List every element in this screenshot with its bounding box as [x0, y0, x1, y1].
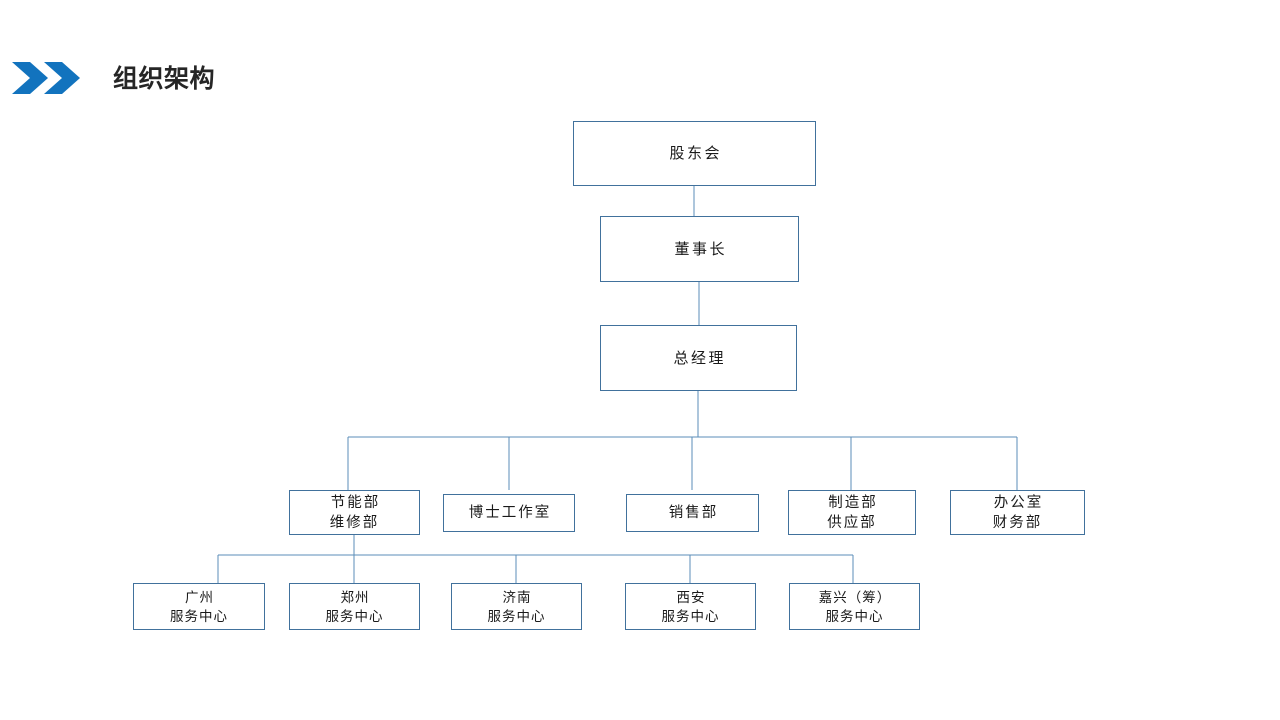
chevron-right-icon — [42, 58, 82, 98]
org-node-label: 股东会 — [669, 145, 722, 162]
org-node-label: 博士工作室 — [468, 505, 552, 521]
org-node-label: 嘉兴（筹） 服务中心 — [818, 589, 892, 624]
org-node-dept-doctoral-studio[interactable]: 博士工作室 — [443, 494, 575, 532]
org-node-label: 济南 服务中心 — [487, 589, 546, 624]
org-node-service-center-zhengzhou[interactable]: 郑州 服务中心 — [289, 583, 420, 630]
chevron-right-icon — [10, 58, 50, 98]
org-node-chairman[interactable]: 董事长 — [600, 216, 799, 282]
org-node-service-center-jiaxing[interactable]: 嘉兴（筹） 服务中心 — [789, 583, 920, 630]
org-node-label: 节能部 维修部 — [329, 494, 381, 531]
org-node-label: 郑州 服务中心 — [325, 589, 384, 624]
org-node-shareholders[interactable]: 股东会 — [573, 121, 816, 186]
org-node-label: 办公室 财务部 — [992, 494, 1044, 531]
org-node-dept-sales[interactable]: 销售部 — [626, 494, 759, 532]
double-chevron-icon-group — [10, 58, 90, 98]
org-node-label: 总经理 — [673, 349, 726, 367]
page-header: 组织架构 — [0, 0, 1280, 120]
org-node-label: 制造部 供应部 — [827, 494, 878, 531]
org-node-dept-manufacturing-supply[interactable]: 制造部 供应部 — [788, 490, 916, 535]
org-node-general-manager[interactable]: 总经理 — [600, 325, 797, 391]
org-node-dept-office-finance[interactable]: 办公室 财务部 — [950, 490, 1085, 535]
org-node-dept-energy-maintenance[interactable]: 节能部 维修部 — [289, 490, 420, 535]
org-node-label: 广州 服务中心 — [170, 589, 228, 624]
org-node-label: 西安 服务中心 — [661, 589, 720, 624]
org-node-service-center-xian[interactable]: 西安 服务中心 — [625, 583, 756, 630]
page-title: 组织架构 — [113, 65, 216, 93]
org-node-service-center-jinan[interactable]: 济南 服务中心 — [451, 583, 582, 630]
org-node-label: 董事长 — [674, 240, 727, 258]
org-node-label: 销售部 — [668, 505, 719, 521]
org-node-service-center-guangzhou[interactable]: 广州 服务中心 — [133, 583, 265, 630]
